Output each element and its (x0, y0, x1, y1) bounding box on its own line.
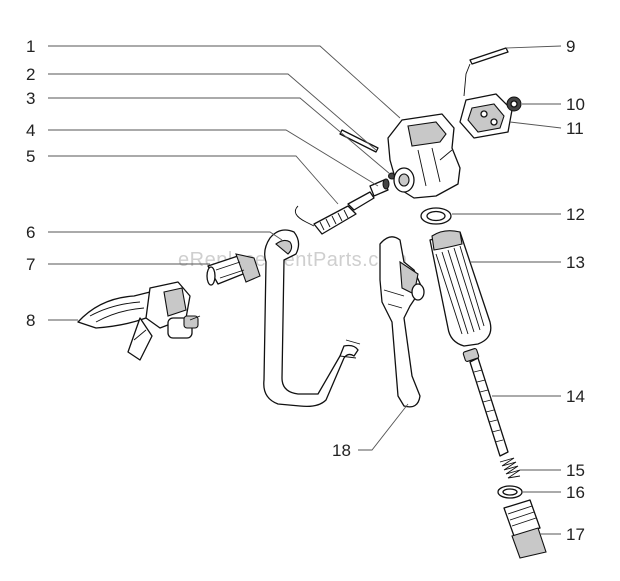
callout-18: 18 (332, 441, 351, 460)
part-10-nut[interactable] (506, 96, 522, 112)
callout-3: 3 (26, 89, 35, 108)
callout-6: 6 (26, 223, 35, 242)
callout-7: 7 (26, 255, 35, 274)
callout-14: 14 (566, 387, 585, 406)
part-15-spring[interactable] (499, 457, 521, 479)
callout-15: 15 (566, 461, 585, 480)
part-17-swivel-fitting[interactable] (503, 499, 547, 559)
part-4-valve-seat[interactable] (369, 178, 390, 197)
part-9-hinge-pin[interactable] (463, 47, 509, 97)
part-6-trigger-frame[interactable] (263, 229, 361, 408)
callout-16: 16 (566, 483, 585, 502)
callout-10: 10 (566, 95, 585, 114)
callout-labels: 1 2 3 4 5 6 7 8 9 10 11 12 13 14 15 16 1… (26, 37, 585, 544)
part-5-valve-assembly[interactable] (294, 191, 375, 235)
part-11-lock-plate[interactable] (459, 93, 513, 139)
callout-11: 11 (566, 119, 584, 138)
callout-1: 1 (26, 37, 35, 56)
part-8-tip-guard[interactable] (77, 281, 201, 361)
part-13-handle[interactable] (429, 230, 492, 347)
callout-13: 13 (566, 253, 585, 272)
part-14-filter[interactable] (462, 348, 509, 457)
callout-12: 12 (566, 205, 585, 224)
part-12-o-ring[interactable] (420, 207, 452, 225)
part-2-pin[interactable] (339, 129, 379, 153)
part-1-gun-head[interactable] (387, 113, 461, 199)
callout-8: 8 (26, 311, 35, 330)
callout-2: 2 (26, 65, 35, 84)
callout-9: 9 (566, 37, 575, 56)
callout-17: 17 (566, 525, 585, 544)
callout-4: 4 (26, 121, 35, 140)
part-18-trigger[interactable] (379, 236, 425, 408)
callout-5: 5 (26, 147, 35, 166)
part-7-nozzle-adapter[interactable] (206, 253, 261, 286)
leader-lines (48, 45, 562, 535)
part-16-ring[interactable] (497, 485, 523, 499)
